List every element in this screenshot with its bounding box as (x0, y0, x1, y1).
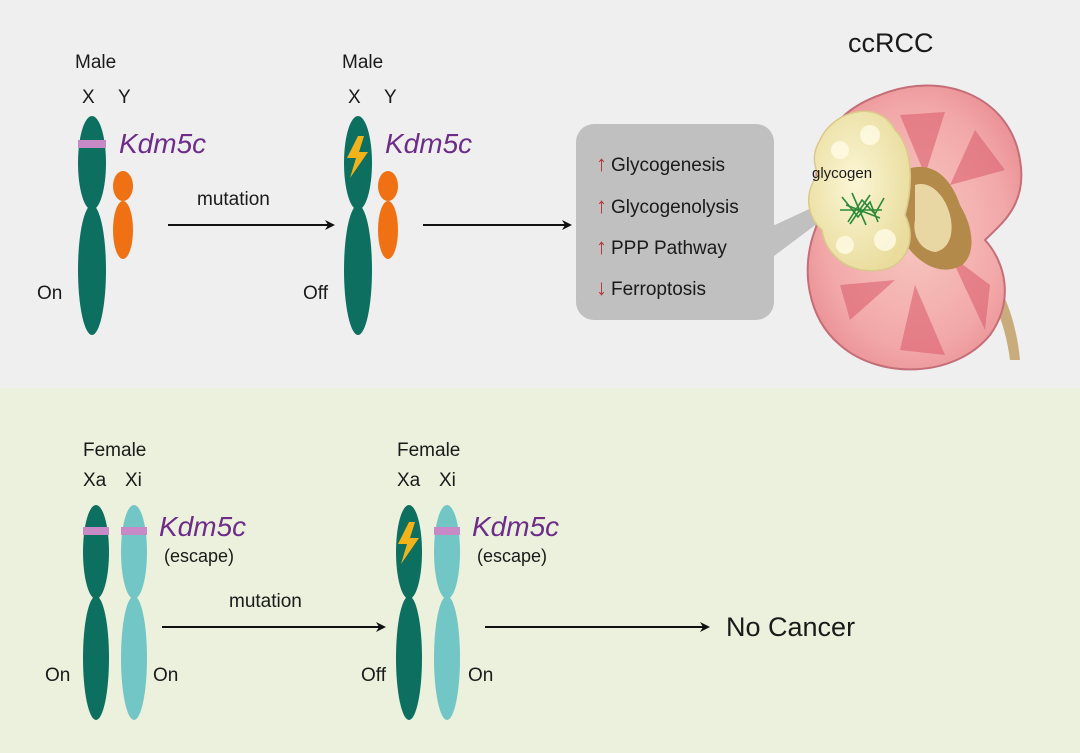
male-right-y-chromosome (378, 171, 398, 259)
male-right-gene-label: Kdm5c (385, 128, 473, 159)
kidney-illustration (806, 84, 1023, 371)
female-left-xi-state: On (153, 665, 179, 686)
female-left-xa-chromosome (83, 505, 109, 720)
pathway-item: ↑Glycogenesis (596, 151, 726, 176)
female-mutation-label: mutation (229, 591, 302, 612)
male-left-gene-band (78, 140, 106, 148)
ccrcc-title: ccRCC (848, 28, 934, 58)
female-right-xa-chromosome (396, 505, 422, 720)
female-right-xa-state: Off (361, 665, 386, 686)
male-right-x-chromosome (344, 116, 372, 335)
glycogen-network-icon (840, 192, 885, 226)
pathway-box (576, 124, 774, 320)
female-right-escape-label: (escape) (477, 546, 548, 566)
pathway-item: ↑PPP Pathway (596, 234, 727, 259)
female-left-sex-label: Female (83, 440, 147, 461)
male-left-y-label: Y (118, 87, 131, 108)
female-left-xi-label: Xi (125, 470, 142, 491)
female-left-gene-label: Kdm5c (159, 511, 247, 542)
male-left-x-label: X (82, 87, 95, 108)
male-left-state-label: On (37, 283, 63, 304)
female-right-sex-label: Female (397, 440, 461, 461)
female-right-xi-state: On (468, 665, 494, 686)
pathway-item: ↓Ferroptosis (596, 275, 707, 300)
male-right-x-label: X (348, 87, 361, 108)
no-cancer-label: No Cancer (726, 612, 856, 642)
female-right-xi-label: Xi (439, 470, 456, 491)
female-left-escape-label: (escape) (164, 546, 235, 566)
male-left-y-chromosome (113, 171, 133, 259)
glycogen-label: glycogen (812, 165, 873, 182)
female-panel (0, 388, 1080, 753)
female-right-xa-label: Xa (397, 470, 421, 491)
female-left-xa-label: Xa (83, 470, 107, 491)
male-right-sex-label: Male (342, 52, 384, 73)
male-left-gene-label: Kdm5c (119, 128, 207, 159)
male-left-sex-label: Male (75, 52, 117, 73)
male-left-x-chromosome (78, 116, 106, 335)
male-mutation-label: mutation (197, 189, 270, 210)
male-right-y-label: Y (384, 87, 397, 108)
female-mutation-bolt-icon (398, 522, 419, 564)
male-right-state-label: Off (303, 283, 328, 304)
female-right-xi-chromosome (434, 505, 460, 720)
female-right-gene-label: Kdm5c (472, 511, 560, 542)
female-left-xa-state: On (45, 665, 71, 686)
mutation-bolt-icon (347, 136, 368, 178)
pathway-item: ↑Glycogenolysis (596, 193, 739, 218)
female-left-xi-chromosome (121, 505, 147, 720)
